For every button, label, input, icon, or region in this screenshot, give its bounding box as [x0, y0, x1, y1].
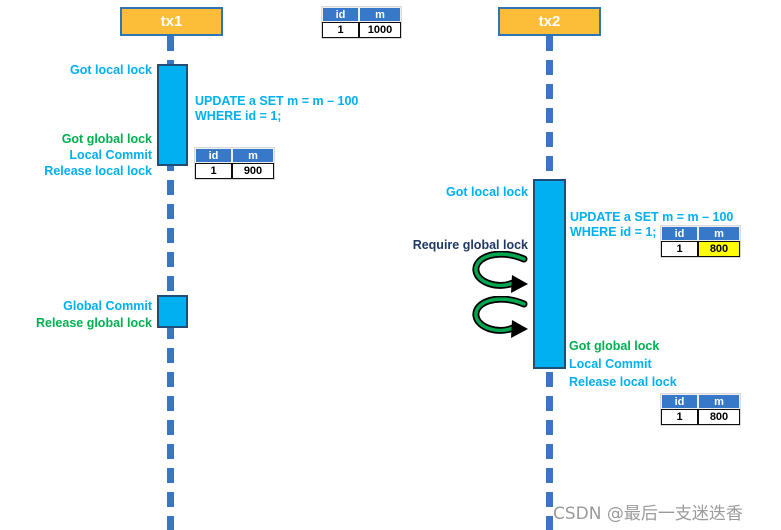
tx2-update-statement: UPDATE a SET m = m – 100 WHERE id = 1;	[570, 210, 733, 240]
tx1-local-commit-label: Local Commit	[69, 148, 152, 162]
table-header-m: m	[698, 226, 740, 241]
tx2-require-global-lock-label: Require global lock	[412, 238, 528, 252]
table-cell-id: 1	[322, 22, 359, 38]
table-cell-id: 1	[661, 241, 698, 257]
tx2-transaction-bar	[533, 179, 566, 369]
tx2-title: tx2	[538, 13, 561, 30]
retry-loop-arrow-icon	[472, 251, 528, 293]
table-header-m: m	[232, 148, 274, 163]
retry-loop-arrow-icon	[472, 296, 528, 338]
table-cell-m: 900	[232, 163, 274, 179]
tx1-sql-line2: WHERE id = 1;	[195, 109, 282, 123]
table-header-m: m	[359, 7, 401, 22]
table-initial-state: id m 1 1000	[322, 7, 401, 38]
table-header-id: id	[661, 226, 698, 241]
table-header-m: m	[698, 394, 740, 409]
tx1-global-commit-label: Global Commit	[63, 299, 152, 313]
tx1-release-global-lock-label: Release global lock	[35, 316, 152, 330]
tx1-sql-line1: UPDATE a SET m = m – 100	[195, 94, 359, 108]
tx2-header-box: tx2	[498, 7, 601, 36]
tx1-got-global-lock-label: Got global lock	[61, 132, 152, 146]
tx2-sql-line2: WHERE id = 1;	[570, 225, 657, 239]
tx1-local-transaction-bar	[157, 64, 188, 166]
table-cell-m: 1000	[359, 22, 401, 38]
csdn-watermark: CSDN @最后一支迷迭香	[553, 504, 743, 524]
tx2-local-commit-label: Local Commit	[569, 357, 652, 371]
table-header-id: id	[195, 148, 232, 163]
tx1-got-local-lock-label: Got local lock	[70, 63, 152, 77]
tx1-release-local-lock-label: Release local lock	[44, 164, 152, 178]
tx1-title: tx1	[160, 13, 183, 30]
tx2-release-local-lock-label: Release local lock	[569, 375, 677, 389]
tx1-header-box: tx1	[120, 7, 223, 36]
tx2-got-local-lock-label: Got local lock	[446, 185, 528, 199]
table-cell-id: 1	[195, 163, 232, 179]
tx1-global-commit-bar	[157, 295, 188, 328]
tx2-got-global-lock-label: Got global lock	[569, 339, 660, 353]
table-tx1-result: id m 1 900	[195, 148, 274, 179]
table-cell-m: 800	[698, 409, 740, 425]
table-header-id: id	[322, 7, 359, 22]
table-header-id: id	[661, 394, 698, 409]
tx2-sql-line1: UPDATE a SET m = m – 100	[570, 210, 734, 224]
table-tx2-pending: id m 1 800	[661, 226, 740, 257]
tx1-lifeline	[167, 36, 174, 530]
table-cell-id: 1	[661, 409, 698, 425]
tx1-update-statement: UPDATE a SET m = m – 100 WHERE id = 1;	[195, 94, 358, 124]
table-tx2-result: id m 1 800	[661, 394, 740, 425]
table-cell-m-highlighted: 800	[698, 241, 740, 257]
